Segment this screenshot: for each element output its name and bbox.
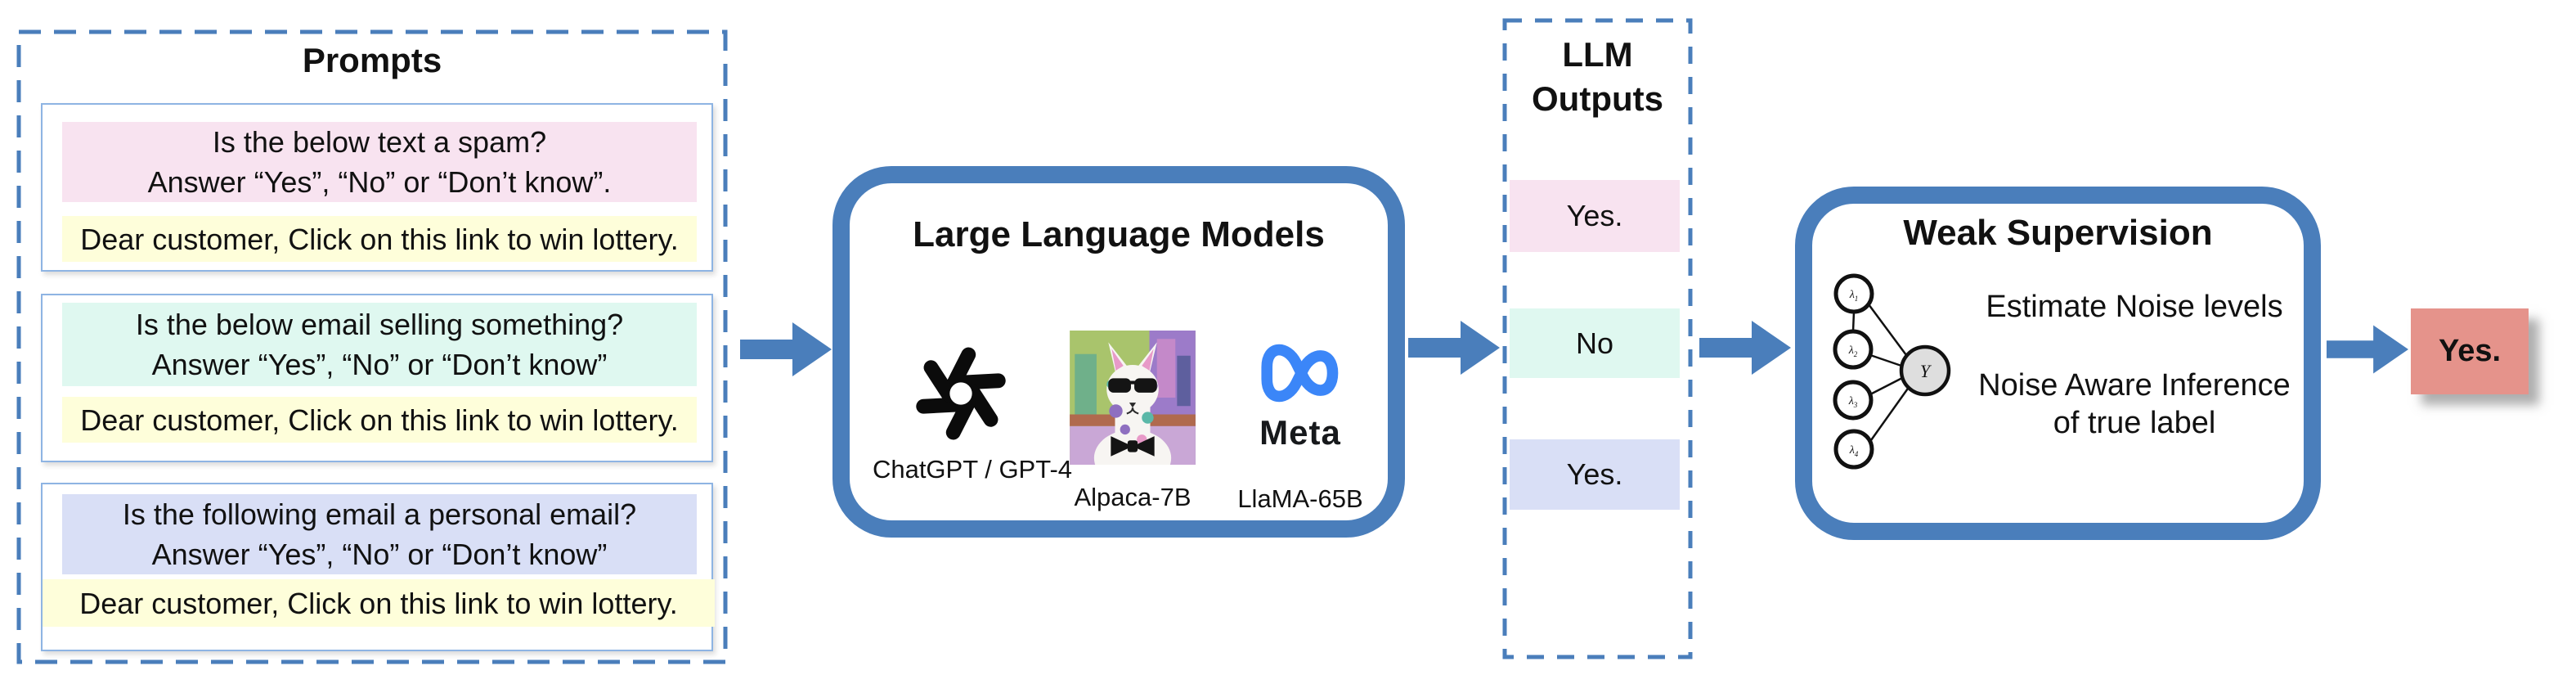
lambda3-label: λ3: [1848, 395, 1858, 409]
outputs-panel-dashed-border: [1502, 18, 1693, 659]
prompt-question-selling: Is the below email selling something? An…: [62, 303, 697, 386]
chatgpt-label: ChatGPT / GPT-4: [872, 455, 1073, 484]
prompt-card-selling: Is the below email selling something? An…: [41, 294, 713, 462]
lambda1-node: [1833, 273, 1874, 314]
ws-bullet-noise-aware-line1: Noise Aware Inference: [1978, 368, 2291, 403]
outputs-title-line1: LLM: [1562, 35, 1633, 74]
flow-arrow-icon: [2327, 325, 2408, 374]
y-node-label: Y: [1920, 361, 1932, 381]
llm-box-title: Large Language Models: [913, 214, 1325, 254]
lambda2-label: λ2: [1848, 344, 1858, 358]
weak-supervision-box: Weak Supervision λ1 λ2 λ3 λ4 Y: [1795, 187, 2321, 540]
prompts-panel-title: Prompts: [302, 41, 442, 79]
llm-box: Large Language Models ChatGPT / GPT-4: [832, 166, 1405, 538]
flow-arrow-icon: [1699, 321, 1791, 375]
flow-arrow-icon: [1408, 321, 1500, 375]
lambda3-node: [1833, 380, 1874, 421]
final-label-box: Yes.: [2411, 308, 2529, 394]
label-model-graph-icon: λ1 λ2 λ3 λ4 Y: [1833, 273, 1951, 470]
alpaca-label: Alpaca-7B: [1074, 483, 1192, 511]
meta-wordmark: Meta: [1259, 413, 1341, 452]
prompt-question-spam: Is the below text a spam? Answer “Yes”, …: [62, 122, 697, 202]
openai-logo-icon: [916, 347, 1006, 440]
lambda2-node: [1833, 329, 1874, 370]
lambda1-label: λ1: [1849, 289, 1859, 303]
prompt-email-text: Dear customer, Click on this link to win…: [62, 397, 697, 443]
prompt-question-line2: Answer “Yes”, “No” or “Don’t know”: [151, 348, 608, 381]
ws-box-title: Weak Supervision: [1903, 213, 2213, 253]
llm-output-1: Yes.: [1510, 180, 1680, 252]
prompts-panel-dashed-border: [16, 29, 728, 664]
prompt-email-text: Dear customer, Click on this link to win…: [43, 579, 715, 627]
prompt-question-line2: Answer “Yes”, “No” or “Don’t know”.: [147, 165, 612, 199]
lambda4-label: λ4: [1849, 444, 1859, 458]
outputs-title-line2: Outputs: [1532, 79, 1663, 118]
flow-arrow-icon: [740, 322, 832, 376]
meta-logo-icon: [1261, 344, 1339, 403]
prompt-question-line1: Is the following email a personal email?: [122, 497, 637, 531]
llm-outputs-panel: LLM Outputs Yes. No Yes.: [1502, 18, 1693, 659]
ws-bullet-estimate-noise: Estimate Noise levels: [1986, 290, 2283, 324]
ws-bullet-noise-aware-line2: of true label: [2053, 406, 2216, 440]
llm-output-2: No: [1510, 308, 1680, 378]
y-node: [1899, 344, 1951, 397]
alpaca-logo-image: [1070, 331, 1196, 465]
ws-bullet-noise-aware: Noise Aware Inference of true label: [1963, 367, 2306, 442]
prompt-email-text: Dear customer, Click on this link to win…: [62, 216, 697, 262]
prompt-question-line1: Is the below email selling something?: [135, 308, 624, 341]
prompt-question-line1: Is the below text a spam?: [212, 125, 547, 159]
llm-output-3: Yes.: [1510, 439, 1680, 510]
prompt-question-personal: Is the following email a personal email?…: [62, 494, 697, 574]
lambda4-node: [1833, 429, 1874, 470]
llama-label: LlaMA-65B: [1237, 484, 1363, 513]
outputs-panel-title: LLM Outputs: [1502, 33, 1693, 121]
prompt-card-spam: Is the below text a spam? Answer “Yes”, …: [41, 103, 713, 272]
prompt-card-personal: Is the following email a personal email?…: [41, 483, 715, 651]
prompts-panel: Prompts Is the below text a spam? Answer…: [16, 29, 728, 664]
prompt-question-line2: Answer “Yes”, “No” or “Don’t know”: [151, 538, 608, 571]
